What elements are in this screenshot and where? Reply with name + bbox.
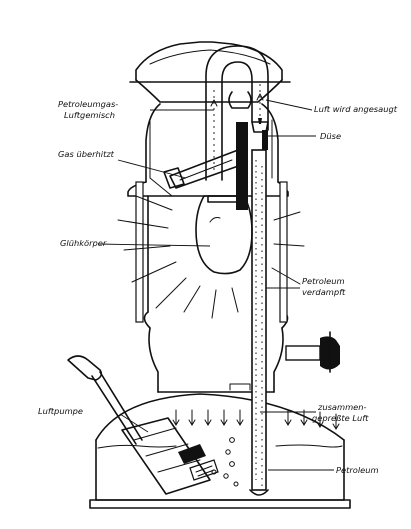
air-pump — [67, 355, 219, 495]
label-nozzle: Düse — [320, 131, 341, 141]
label-compressed-line1: zusammen- — [317, 402, 367, 412]
labels: Petroleumgas- Luftgemisch Luft wird ange… — [38, 99, 398, 475]
label-compressed-line2: gepreßte Luft — [312, 413, 369, 423]
glow-mantle — [195, 195, 253, 275]
superheat-tube — [163, 149, 245, 189]
nozzle — [251, 118, 269, 133]
rising-bubbles — [211, 437, 239, 487]
label-mantle: Glühkörper — [60, 238, 107, 248]
leader-lines — [97, 99, 334, 471]
label-air-intake: Luft wird angesaugt — [314, 104, 398, 114]
label-kerosene: Petroleum — [336, 465, 379, 475]
light-rays — [117, 177, 305, 319]
label-mixture-line2: Luftgemisch — [64, 110, 115, 120]
lamp-hood — [129, 41, 291, 103]
mixing-tube — [205, 45, 269, 181]
label-mixture-line1: Petroleumgas- — [58, 99, 118, 109]
label-gas-heated: Gas überhitzt — [58, 149, 115, 159]
fuel-tank — [89, 393, 351, 509]
label-vaporized-line1: Petroleum — [302, 276, 345, 286]
label-vaporized-line2: verdampft — [302, 287, 346, 297]
feed-tube — [249, 149, 269, 496]
vaporizer-tube — [236, 122, 268, 210]
compressed-air-arrows — [172, 409, 340, 430]
valve-knob — [285, 331, 340, 373]
label-air-pump: Luftpumpe — [38, 406, 83, 416]
side-rods — [135, 181, 288, 323]
